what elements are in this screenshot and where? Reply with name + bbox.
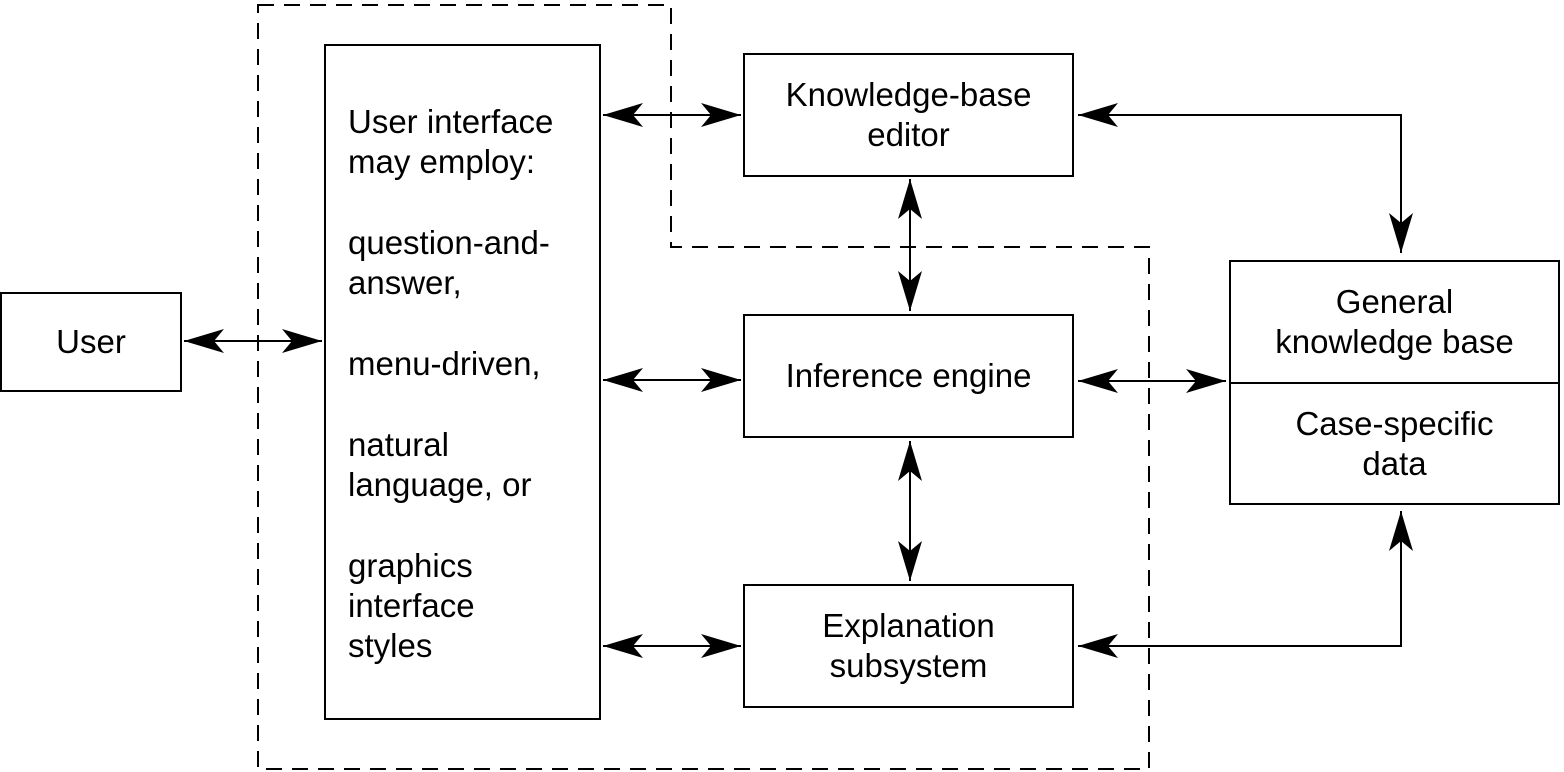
kb-editor-label: Knowledge-base editor bbox=[785, 76, 1032, 153]
kb-editor-node: Knowledge-base editor bbox=[743, 53, 1074, 177]
inference-engine-node: Inference engine bbox=[743, 314, 1074, 438]
user-node: User bbox=[0, 292, 182, 392]
inference-engine-label: Inference engine bbox=[785, 357, 1032, 394]
interface-style-item: question-and- answer, bbox=[348, 224, 550, 301]
explanation-subsystem-node: Explanation subsystem bbox=[743, 584, 1074, 708]
user-label: User bbox=[56, 323, 126, 360]
explanation-subsystem-label: Explanation subsystem bbox=[822, 607, 995, 684]
interface-style-item: graphics interface styles bbox=[348, 547, 475, 664]
user-interface-text: User interface may employ: question-and-… bbox=[348, 102, 553, 707]
interface-style-item: natural language, or bbox=[348, 426, 532, 503]
general-knowledge-base-label: General knowledge base bbox=[1275, 283, 1514, 360]
case-specific-data-label: Case-specific data bbox=[1295, 404, 1494, 482]
interface-style-item: menu-driven, bbox=[348, 345, 541, 382]
edge-kbeditor-knowledgebase bbox=[1078, 103, 1413, 253]
case-specific-data-section: Case-specific data bbox=[1231, 384, 1558, 503]
knowledge-base-node: General knowledge base Case-specific dat… bbox=[1229, 260, 1560, 505]
user-interface-heading: User interface may employ: bbox=[348, 103, 554, 180]
edge-knowledgebase-explanation bbox=[1078, 511, 1413, 658]
user-interface-node bbox=[324, 44, 601, 720]
general-knowledge-base-section: General knowledge base bbox=[1231, 262, 1558, 384]
